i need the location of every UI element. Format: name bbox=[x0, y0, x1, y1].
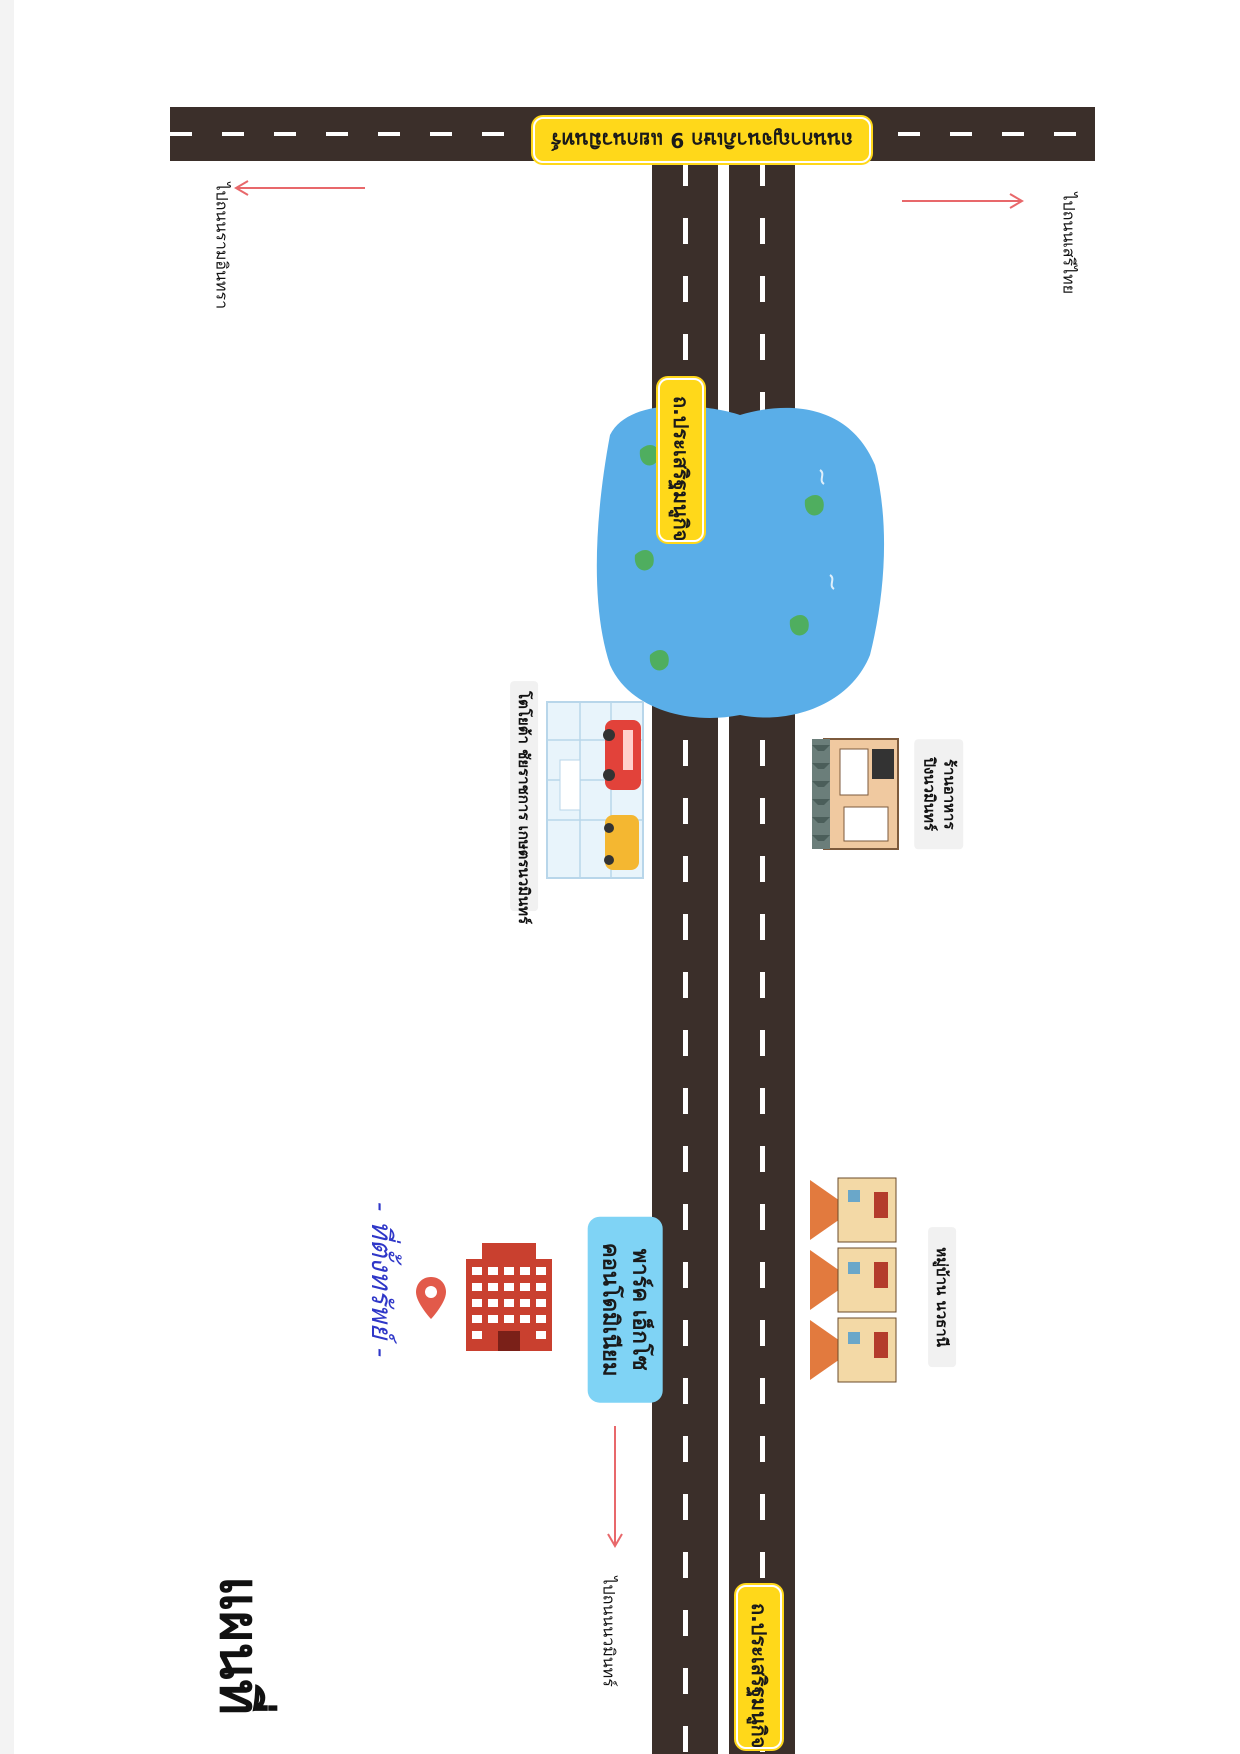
map-title: แผนที่ bbox=[208, 1576, 271, 1715]
car-showroom-icon bbox=[546, 701, 644, 879]
lane-dashes-right bbox=[759, 160, 765, 1754]
direction-to-ramindra: ไปถนนรามอินทรา bbox=[212, 182, 232, 310]
scan-edge bbox=[0, 0, 14, 1754]
lake-icon bbox=[596, 406, 885, 718]
arrow-down-icon bbox=[607, 1426, 623, 1548]
main-road-label-top: ถ.ประเสริฐมนูกิจ bbox=[658, 378, 704, 542]
site-note: - ที่ตั้งทรัพย์ - bbox=[365, 1202, 398, 1358]
condo-label-line2: คอนโดมิเนียม bbox=[598, 1242, 623, 1377]
condo-label: พาร์ค เอ็กโซ คอนโดมิเนียม bbox=[587, 1216, 663, 1403]
toyota-caption: โตโยต้า ชัยราชการ เกษตรนวมินทร์ bbox=[509, 681, 539, 924]
condo-building-icon bbox=[466, 1243, 552, 1351]
arrow-right-icon bbox=[902, 193, 1024, 209]
village-caption: หมู่บ้าน นวธานี bbox=[927, 1227, 957, 1368]
arrow-left-icon bbox=[234, 180, 365, 196]
condo-label-line1: พาร์ค เอ็กโซ bbox=[627, 1248, 653, 1371]
direction-to-serithai: ไปถนนเสรีไทย bbox=[1059, 192, 1079, 295]
restaurant-caption: ร้านอาหาร ปิงนวมินทร์ bbox=[914, 739, 964, 850]
highway-label: ถนนกาญจนาภิเษก 9 แยกนวมินทร์ bbox=[533, 117, 872, 163]
restaurant-caption-line1: ร้านอาหาร bbox=[940, 758, 959, 830]
lane-dashes-left bbox=[682, 160, 688, 1754]
location-pin-icon bbox=[416, 1277, 446, 1319]
direction-to-nawamin: ไปถนนนวมินทร์ bbox=[599, 1576, 619, 1687]
restaurant-icon bbox=[812, 738, 899, 850]
restaurant-caption-line2: ปิงนวมินทร์ bbox=[920, 757, 938, 832]
main-road-label-bottom: ถ.ประเสริฐมนูกิจ bbox=[736, 1585, 782, 1749]
village-houses-icon bbox=[810, 1177, 897, 1383]
